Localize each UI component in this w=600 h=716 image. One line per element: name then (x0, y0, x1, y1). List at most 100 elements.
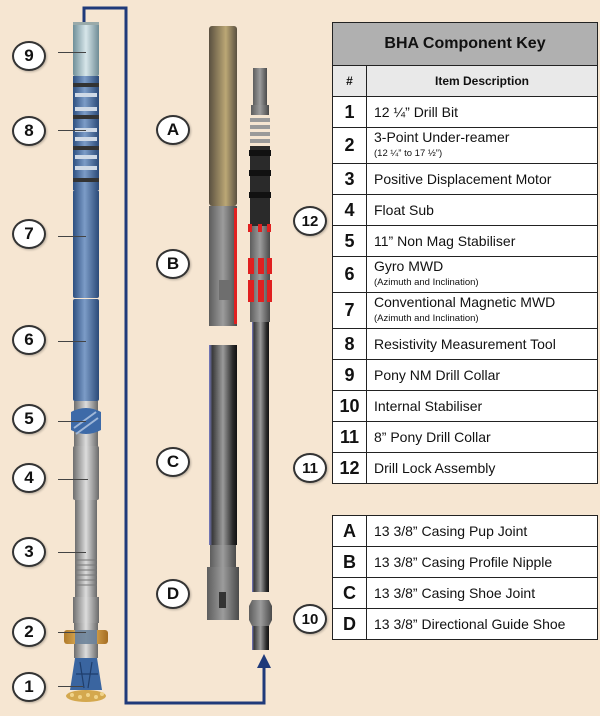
table-row: A 13 3/8” Casing Pup Joint (332, 515, 598, 547)
callout-d: D (156, 579, 190, 609)
callout-3: 3 (12, 537, 46, 567)
positive-displacement-motor (73, 500, 99, 623)
table-row: 1 12 ¼” Drill Bit (332, 96, 598, 128)
item-description: Float Sub (366, 194, 598, 226)
table-row: C 13 3/8” Casing Shoe Joint (332, 577, 598, 609)
item-letter: D (332, 608, 367, 640)
arrow-head-icon (257, 654, 271, 668)
item-description: Gyro MWD(Azimuth and Inclination) (366, 256, 598, 293)
table-row: B 13 3/8” Casing Profile Nipple (332, 546, 598, 578)
callout-11: 11 (293, 453, 327, 483)
bha-component-key-table: BHA Component Key # Item Description 1 1… (332, 22, 598, 484)
item-description: Positive Displacement Motor (366, 163, 598, 195)
item-number: 1 (332, 96, 367, 128)
callout-4: 4 (12, 463, 46, 493)
casing-shoe-joint (209, 345, 237, 545)
item-description: 8” Pony Drill Collar (366, 421, 598, 453)
leader-line (58, 421, 86, 422)
item-number: 5 (332, 225, 367, 257)
resistivity-tool (73, 76, 99, 190)
table-row: 10 Internal Stabiliser (332, 390, 598, 422)
leader-line (58, 236, 86, 237)
table-row: 4 Float Sub (332, 194, 598, 226)
callout-10: 10 (293, 604, 327, 634)
item-letter: B (332, 546, 367, 578)
item-description: Internal Stabiliser (366, 390, 598, 422)
item-description: Pony NM Drill Collar (366, 359, 598, 391)
leader-line (58, 552, 86, 553)
gyro-mwd (73, 299, 99, 401)
column-header-number: # (332, 65, 367, 97)
casing-key-table: A 13 3/8” Casing Pup Joint B 13 3/8” Cas… (332, 515, 598, 640)
callout-7: 7 (12, 219, 46, 249)
drill-lock-assembly (248, 68, 272, 322)
bha-string (64, 22, 108, 702)
table-row: 3 Positive Displacement Motor (332, 163, 598, 195)
item-number: 11 (332, 421, 367, 453)
leader-line (58, 130, 86, 131)
under-reamer (64, 623, 108, 658)
internal-stabiliser (249, 600, 272, 650)
callout-a: A (156, 115, 190, 145)
leader-line (58, 479, 88, 480)
item-letter: C (332, 577, 367, 609)
item-number: 9 (332, 359, 367, 391)
table-row: 5 11” Non Mag Stabiliser (332, 225, 598, 257)
item-description: 13 3/8” Casing Pup Joint (366, 515, 598, 547)
callout-12: 12 (293, 206, 327, 236)
item-number: 8 (332, 328, 367, 360)
item-number: 3 (332, 163, 367, 195)
item-description: 11” Non Mag Stabiliser (366, 225, 598, 257)
item-subtext: (Azimuth and Inclination) (374, 277, 479, 288)
item-description: 12 ¼” Drill Bit (366, 96, 598, 128)
item-description: Conventional Magnetic MWD(Azimuth and In… (366, 292, 598, 329)
item-number: 6 (332, 256, 367, 293)
table-row: 6 Gyro MWD(Azimuth and Inclination) (332, 256, 598, 293)
casing-and-drill-lock (207, 26, 272, 650)
leader-line (58, 52, 86, 53)
callout-6: 6 (12, 325, 46, 355)
item-description: 13 3/8” Casing Profile Nipple (366, 546, 598, 578)
leader-line (58, 632, 86, 633)
conventional-mwd (73, 190, 99, 298)
callout-2: 2 (12, 617, 46, 647)
item-description: Resistivity Measurement Tool (366, 328, 598, 360)
table-title: BHA Component Key (332, 22, 598, 66)
table-row: 7 Conventional Magnetic MWD(Azimuth and … (332, 292, 598, 329)
item-description: 13 3/8” Directional Guide Shoe (366, 608, 598, 640)
float-sub (73, 446, 99, 500)
table-row: 11 8” Pony Drill Collar (332, 421, 598, 453)
item-subtext: (Azimuth and Inclination) (374, 313, 479, 324)
table-row: 9 Pony NM Drill Collar (332, 359, 598, 391)
item-description: 13 3/8” Casing Shoe Joint (366, 577, 598, 609)
callout-9: 9 (12, 41, 46, 71)
table-row: 8 Resistivity Measurement Tool (332, 328, 598, 360)
callout-1: 1 (12, 672, 46, 702)
leader-line (58, 341, 86, 342)
column-header-description: Item Description (366, 65, 598, 97)
item-letter: A (332, 515, 367, 547)
table-row: 12 Drill Lock Assembly (332, 452, 598, 484)
item-number: 4 (332, 194, 367, 226)
callout-8: 8 (12, 116, 46, 146)
casing-profile-nipple (209, 206, 237, 326)
item-number: 12 (332, 452, 367, 484)
pony-nm-drill-collar (73, 22, 99, 76)
item-number: 7 (332, 292, 367, 329)
directional-guide-shoe (207, 545, 239, 620)
callout-5: 5 (12, 404, 46, 434)
callout-b: B (156, 249, 190, 279)
drill-bit (66, 658, 106, 702)
callout-c: C (156, 447, 190, 477)
item-number: 10 (332, 390, 367, 422)
item-subtext: (12 ¼” to 17 ½”) (374, 148, 443, 159)
casing-pup-joint (209, 26, 237, 206)
item-description: Drill Lock Assembly (366, 452, 598, 484)
pony-drill-collar (252, 322, 269, 592)
item-description: 3-Point Under-reamer(12 ¼” to 17 ½”) (366, 127, 598, 164)
item-number: 2 (332, 127, 367, 164)
table-row: 2 3-Point Under-reamer(12 ¼” to 17 ½”) (332, 127, 598, 164)
table-row: D 13 3/8” Directional Guide Shoe (332, 608, 598, 640)
leader-line (58, 686, 83, 687)
